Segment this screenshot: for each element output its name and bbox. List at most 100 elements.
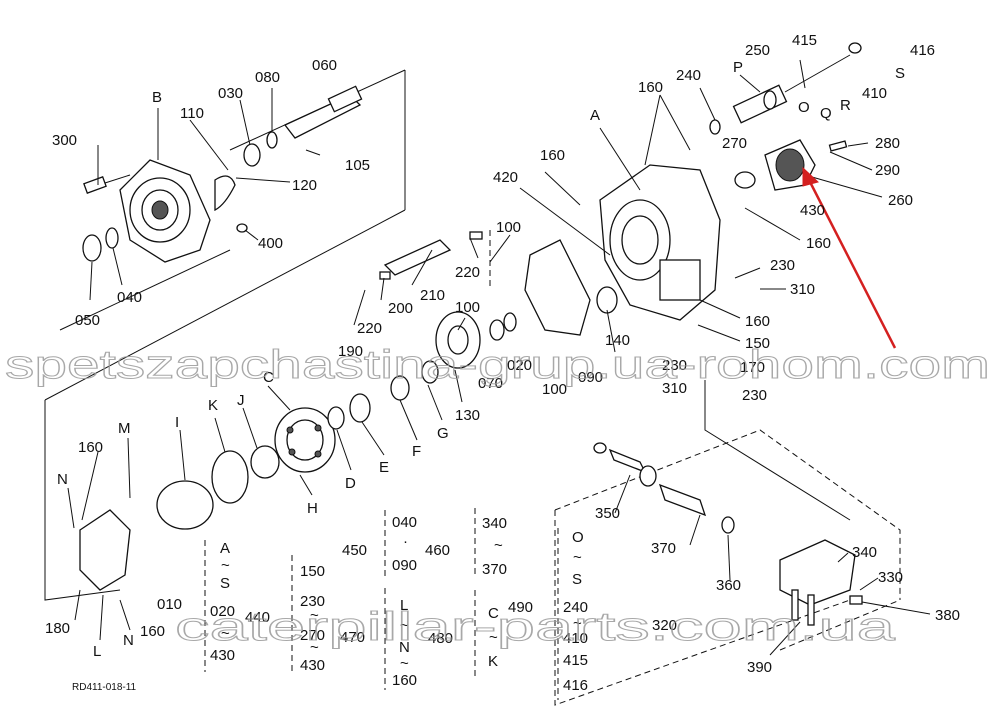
kit-450-item: 040 [392,514,417,531]
callout-020: 020 [507,357,532,374]
callout-G: G [437,425,449,442]
callout-160-c: 160 [806,235,831,252]
callout-I: I [175,414,179,431]
kit-450-item: 090 [392,557,417,574]
kit-450-key: 450 [342,542,367,559]
callout-070: 070 [478,375,503,392]
callout-L: L [93,643,101,660]
callout-160-a: 160 [540,147,565,164]
callout-240: 240 [676,67,701,84]
kit-450-item: · [403,533,408,550]
rotating-group [79,375,410,591]
callout-320: 320 [652,617,677,634]
callout-290: 290 [875,162,900,179]
kit-440-key: 440 [245,609,270,626]
kit-490-item: ~ [573,549,582,566]
callout-140: 140 [605,332,630,349]
callout-260: 260 [888,192,913,209]
callout-D: D [345,475,356,492]
callout-300: 300 [52,132,77,149]
callout-O: O [798,99,810,116]
callout-430: 430 [800,202,825,219]
callout-100-b: 100 [455,299,480,316]
callout-030: 030 [218,85,243,102]
kit-group-450: 450 040 · 090 460 [342,510,450,580]
callout-N-2: N [123,632,134,649]
callout-310-a: 310 [790,281,815,298]
kit-490-item: 240 [563,599,588,616]
leader-lines [67,59,931,656]
kit-490-item: 410 [563,630,588,647]
kit-490-key: 490 [508,599,533,616]
callout-330: 330 [878,569,903,586]
callout-280: 280 [875,135,900,152]
kit-440-item: S [220,575,230,592]
watermark-bottom: caterpillar-parts.com.ua [175,605,896,649]
kit-440-item: A [220,540,230,557]
callout-040: 040 [117,289,142,306]
frame-lines [44,69,901,706]
kit-440-item: 430 [210,647,235,664]
pump-housing [379,164,721,384]
kit-490-item: O [572,529,584,546]
callout-230-a: 230 [770,257,795,274]
callout-080: 080 [255,69,280,86]
callout-150: 150 [745,335,770,352]
kit-L-item: ~ [400,617,409,634]
kit-L-item: ~ [400,655,409,672]
callout-H: H [307,500,318,517]
callout-Q: Q [820,105,832,122]
kit-group-L: L ~ N ~ 160 [384,588,417,690]
callout-400: 400 [258,235,283,252]
callout-090: 090 [578,369,603,386]
callout-010: 010 [157,596,182,613]
kit-480-item: C [488,605,499,622]
callout-120: 120 [292,177,317,194]
callout-420: 420 [493,169,518,186]
kit-340-item: 340 [482,515,507,532]
kit-480-item: K [488,653,498,670]
callout-F: F [412,443,421,460]
callout-M: M [118,420,131,437]
callout-K: K [208,397,218,414]
callout-050: 050 [75,312,100,329]
callout-P: P [733,59,743,76]
callout-110: 110 [180,105,204,122]
callout-N-1: N [57,471,68,488]
callout-230-b: 230 [662,357,687,374]
kit-450-right: 460 [425,542,450,559]
red-arrow [802,166,897,349]
pilot-valve-group [593,442,863,626]
callout-250: 250 [745,42,770,59]
kit-340-item: ~ [494,537,503,554]
callout-100-a: 100 [496,219,521,236]
kit-470-key: 470 [340,629,365,646]
callout-R: R [840,97,851,114]
kit-L-item: L [400,597,408,614]
kit-group-490: 490 O ~ S 240 ~ 410 415 416 [508,528,588,700]
callout-220-a: 220 [455,264,480,281]
callout-130: 130 [455,407,480,424]
callout-labels: 300 B 110 030 080 060 105 120 400 050 04… [45,32,960,676]
callout-B: B [152,89,162,106]
kit-340-item: 370 [482,561,507,578]
kit-470-item: 230 [300,593,325,610]
callout-160-e: 160 [78,439,103,456]
callout-350: 350 [595,505,620,522]
kit-480-key: 480 [428,630,453,647]
callout-J: J [237,392,245,409]
kit-490-item: 415 [563,652,588,669]
kit-470-item: 270 [300,627,325,644]
kit-440-item: 020 [210,603,235,620]
callout-S: S [895,65,905,82]
callout-100-c: 100 [542,381,567,398]
drawing-code: RD411-018-11 [72,682,137,693]
callout-170: 170 [740,359,765,376]
callout-340-b: 340 [852,544,877,561]
cover-shaft-group [82,85,363,263]
kit-470-item: 430 [300,657,325,674]
kit-group-480: 480 C ~ K [428,590,499,680]
callout-160-f: 160 [140,623,165,640]
